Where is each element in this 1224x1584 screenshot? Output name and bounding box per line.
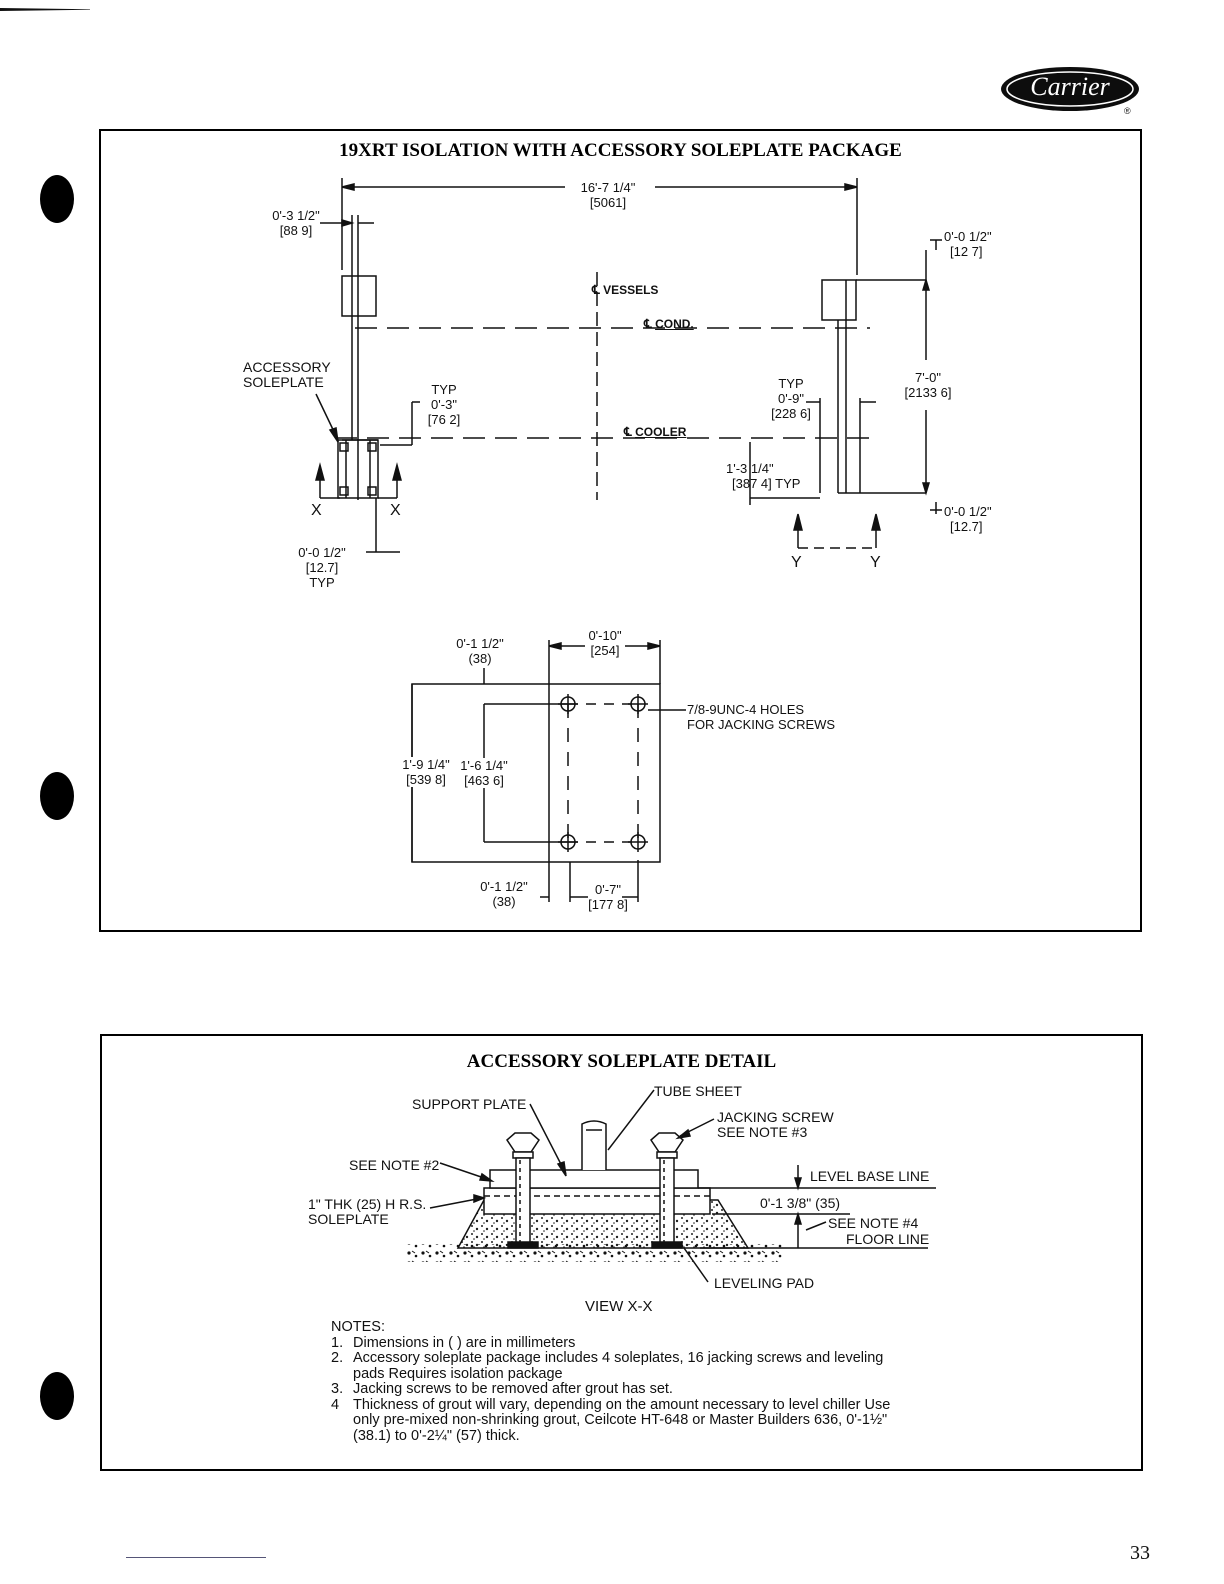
note-item: 3. Jacking screws to be removed after gr… <box>331 1381 673 1397</box>
isolation-figure-frame <box>99 129 1142 932</box>
tube-sheet-label: TUBE SHEET <box>654 1083 742 1099</box>
registered-mark: ® <box>1124 106 1131 116</box>
section-y-left: Y <box>791 554 802 571</box>
section-x-left: X <box>311 502 322 519</box>
see-note-4-label: SEE NOTE #4 <box>828 1215 919 1231</box>
soleplate-detail-title: ACCESSORY SOLEPLATE DETAIL <box>466 1051 777 1072</box>
isolation-figure-title: 19XRT ISOLATION WITH ACCESSORY SOLEPLATE… <box>339 140 902 161</box>
section-x-right: X <box>390 502 401 519</box>
note-item: 2. Accessory soleplate package includes … <box>331 1350 884 1382</box>
grout-dim-label: 0'-1 3/8" (35) <box>760 1195 841 1211</box>
soleplate-thickness-label: 1" THK (25) H R.S. SOLEPLATE <box>308 1196 427 1227</box>
vessels-centerline-label: ℄ VESSELS <box>592 283 659 297</box>
logo-text: Carrier <box>1030 72 1110 101</box>
plate-length-dim: 1'-9 1/4" [539 8] <box>396 757 456 787</box>
view-label: VIEW X-X <box>585 1298 653 1315</box>
jacking-holes-note: 7/8-9UNC-4 HOLES FOR JACKING SCREWS <box>687 702 836 732</box>
plate-bottom-edge-dim: 0'-1 1/2" (38) <box>480 879 528 909</box>
see-note-2-label: SEE NOTE #2 <box>349 1157 440 1173</box>
plate-top-edge-dim: 0'-1 1/2" (38) <box>456 636 504 666</box>
right-top-gap-dim: 0'-0 1/2" [12 7] <box>944 229 992 259</box>
notes-header: NOTES: <box>331 1319 385 1335</box>
floor-line-label: FLOOR LINE <box>846 1231 930 1247</box>
cooler-centerline-label: ℄ COOLER <box>624 425 687 439</box>
carrier-logo-oval <box>1001 67 1139 111</box>
right-typ-dim: TYP 0'-9" [228 6] <box>771 376 811 421</box>
plate-width-dim: 0'-10" [254] <box>588 628 622 658</box>
cooler-offset-dim: 1'-3 1/4" [387 4] TYP <box>726 461 801 491</box>
page-corner-mark <box>0 8 90 11</box>
jacking-screw-label: JACKING SCREW SEE NOTE #3 <box>717 1109 834 1140</box>
overall-width-dim: 16'-7 1/4" [5061] <box>580 180 636 210</box>
carrier-logo: Carrier ® <box>1000 66 1140 116</box>
height-dim: 7'-0" [2133 6] <box>904 370 952 400</box>
page-number: 33 <box>1130 1542 1150 1564</box>
soleplate-detail-frame <box>100 1034 1143 1471</box>
binder-hole <box>40 772 74 820</box>
right-bottom-gap-dim: 0'-0 1/2" [12.7] <box>944 504 992 534</box>
cond-centerline-label: ℄ COND. <box>644 317 694 331</box>
left-offset-dim: 0'-3 1/2" [88 9] <box>272 208 320 238</box>
level-base-line-label: LEVEL BASE LINE <box>810 1168 930 1184</box>
plate-hole-width-dim: 0'-7" [177 8] <box>588 882 628 912</box>
left-typ-dim: TYP 0'-3" [76 2] <box>427 382 461 427</box>
leveling-pad-label: LEVELING PAD <box>714 1275 815 1291</box>
left-bottom-gap-dim: 0'-0 1/2" [12.7] TYP <box>298 545 346 590</box>
binder-hole <box>40 175 74 223</box>
plate-hole-spacing-dim: 1'-6 1/4" [463 6] <box>454 758 514 788</box>
note-item: 4 Thickness of grout will vary, dependin… <box>331 1396 891 1444</box>
section-y-right: Y <box>870 554 881 571</box>
notes-block: NOTES: 1. Dimensions in ( ) are in milli… <box>331 1319 951 1444</box>
accessory-soleplate-label: ACCESSORY SOLEPLATE <box>243 359 331 390</box>
binder-hole <box>40 1372 74 1420</box>
page-bottom-rule <box>126 1557 266 1558</box>
support-plate-label: SUPPORT PLATE <box>412 1096 527 1112</box>
note-item: 1. Dimensions in ( ) are in millimeters <box>331 1334 576 1351</box>
